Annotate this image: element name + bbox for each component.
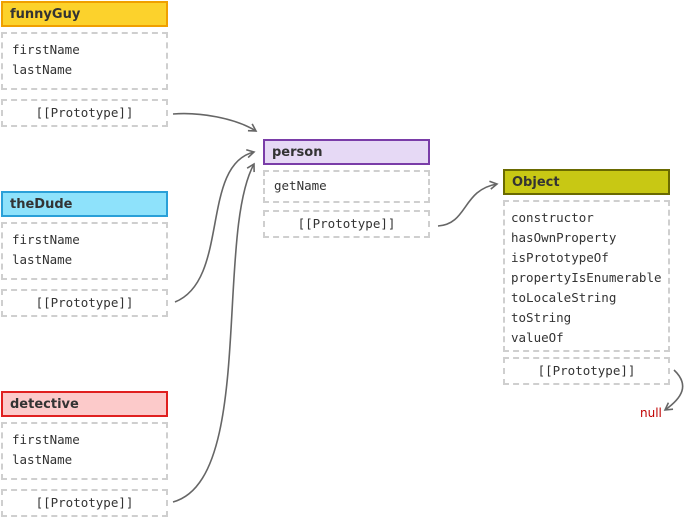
thedude-prototype-slot: [[Prototype]] bbox=[1, 289, 168, 317]
arrow-person-to-object bbox=[437, 180, 499, 227]
property: toLocaleString bbox=[511, 290, 617, 305]
thedude-title: theDude bbox=[1, 191, 168, 217]
arrow-funnyguy-to-person bbox=[172, 112, 258, 132]
property: lastName bbox=[12, 452, 73, 467]
person-prototype-slot: [[Prototype]] bbox=[263, 210, 430, 238]
property: valueOf bbox=[511, 330, 564, 345]
funnyguy-properties: firstName lastName bbox=[1, 32, 168, 90]
arrow-detective-to-person bbox=[172, 162, 255, 503]
arrow-thedude-to-person bbox=[174, 148, 256, 303]
object-properties: constructor hasOwnProperty isPrototypeOf… bbox=[503, 200, 670, 352]
detective-prototype-slot: [[Prototype]] bbox=[1, 489, 168, 517]
person-title: person bbox=[263, 139, 430, 165]
property: lastName bbox=[12, 62, 73, 77]
null-label: null bbox=[640, 406, 662, 420]
person-properties: getName bbox=[263, 170, 430, 203]
detective-title: detective bbox=[1, 391, 168, 417]
object-title: Object bbox=[503, 169, 670, 195]
object-prototype-slot: [[Prototype]] bbox=[503, 357, 670, 385]
property: getName bbox=[274, 178, 327, 193]
detective-properties: firstName lastName bbox=[1, 422, 168, 480]
property: firstName bbox=[12, 232, 80, 247]
thedude-properties: firstName lastName bbox=[1, 222, 168, 280]
arrow-object-to-null bbox=[663, 369, 684, 411]
property: firstName bbox=[12, 42, 80, 57]
property: lastName bbox=[12, 252, 73, 267]
property: toString bbox=[511, 310, 572, 325]
property: hasOwnProperty bbox=[511, 230, 617, 245]
property: propertyIsEnumerable bbox=[511, 270, 662, 285]
property: constructor bbox=[511, 210, 594, 225]
property: isPrototypeOf bbox=[511, 250, 609, 265]
property: firstName bbox=[12, 432, 80, 447]
funnyguy-title: funnyGuy bbox=[1, 1, 168, 27]
funnyguy-prototype-slot: [[Prototype]] bbox=[1, 99, 168, 127]
